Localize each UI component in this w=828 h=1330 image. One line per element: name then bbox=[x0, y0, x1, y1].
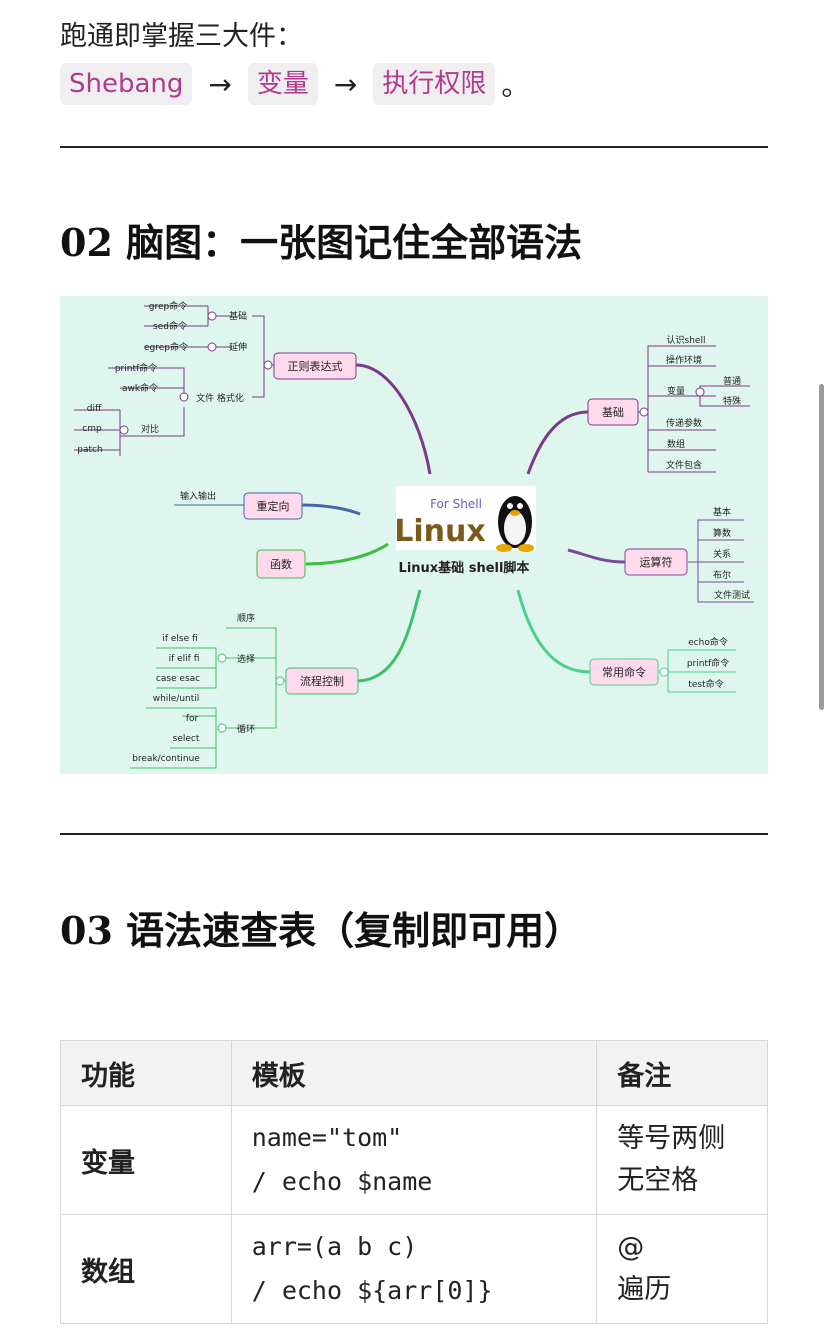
three-essentials: Shebang → 变量 → 执行权限 。 bbox=[60, 62, 529, 106]
svg-text:if else fi: if else fi bbox=[162, 634, 197, 644]
chip-variable: 变量 bbox=[247, 63, 318, 105]
svg-text:算数: 算数 bbox=[713, 527, 731, 539]
svg-text:文件包含: 文件包含 bbox=[666, 459, 702, 471]
svg-text:printf命令: printf命令 bbox=[115, 362, 157, 374]
svg-text:cmp: cmp bbox=[82, 424, 102, 434]
chip-exec-permission: 执行权限 bbox=[373, 63, 496, 105]
section-heading-mindmap: 02 脑图：一张图记住全部语法 bbox=[60, 220, 583, 265]
svg-text:基础: 基础 bbox=[229, 310, 247, 322]
node-redirect: 重定向 bbox=[257, 499, 290, 513]
svg-text:grep命令: grep命令 bbox=[149, 300, 187, 312]
svg-text:对比: 对比 bbox=[141, 423, 159, 435]
svg-text:if elif fi: if elif fi bbox=[169, 654, 200, 664]
svg-text:sed命令: sed命令 bbox=[153, 320, 187, 332]
mindmap-image: 正则表达式 基础 延伸 文件 格式化 对比 grep命令 sed命令 egrep… bbox=[60, 296, 768, 774]
header-note: 备注 bbox=[596, 1040, 768, 1106]
svg-text:select: select bbox=[173, 734, 200, 744]
cell-feature: 变量 bbox=[60, 1105, 232, 1215]
arrow-1: → bbox=[208, 67, 232, 101]
svg-text:延伸: 延伸 bbox=[229, 341, 247, 353]
svg-text:普通: 普通 bbox=[723, 375, 741, 387]
svg-text:数组: 数组 bbox=[667, 438, 685, 450]
svg-text:diff: diff bbox=[87, 404, 102, 414]
svg-text:选择: 选择 bbox=[237, 653, 255, 665]
svg-text:操作环境: 操作环境 bbox=[666, 354, 702, 366]
node-basics: 基础 bbox=[602, 406, 624, 419]
svg-text:patch: patch bbox=[77, 445, 102, 455]
svg-text:变量: 变量 bbox=[667, 385, 685, 397]
table-row: 变量 name="tom" / echo $name 等号两侧 无空格 bbox=[60, 1105, 768, 1215]
svg-text:输入输出: 输入输出 bbox=[180, 490, 216, 502]
syntax-cheatsheet-table: 功能 模板 备注 变量 name="tom" / echo $name 等号两侧… bbox=[60, 1040, 768, 1324]
header-template: 模板 bbox=[230, 1040, 598, 1106]
period: 。 bbox=[501, 69, 530, 102]
node-regex: 正则表达式 bbox=[288, 359, 343, 373]
linux-logo: Linux bbox=[394, 514, 485, 549]
node-operators: 运算符 bbox=[640, 555, 673, 569]
cell-feature: 数组 bbox=[60, 1214, 232, 1324]
node-function: 函数 bbox=[270, 558, 292, 571]
cell-template[interactable]: arr=(a b c) / echo ${arr[0]} bbox=[230, 1214, 598, 1324]
table-row: 数组 arr=(a b c) / echo ${arr[0]} @ 遍历 bbox=[60, 1214, 768, 1324]
svg-text:echo命令: echo命令 bbox=[688, 636, 728, 648]
svg-text:case esac: case esac bbox=[156, 674, 200, 684]
svg-text:文件 格式化: 文件 格式化 bbox=[196, 392, 244, 404]
svg-text:printf命令: printf命令 bbox=[687, 657, 729, 669]
svg-text:test命令: test命令 bbox=[688, 678, 723, 690]
svg-text:认识shell: 认识shell bbox=[667, 334, 706, 346]
svg-text:For Shell: For Shell bbox=[430, 497, 482, 511]
svg-text:egrep命令: egrep命令 bbox=[144, 341, 188, 353]
svg-text:文件测试: 文件测试 bbox=[714, 589, 750, 601]
svg-text:break/continue: break/continue bbox=[132, 754, 200, 764]
chip-shebang: Shebang bbox=[60, 63, 193, 105]
scrollbar[interactable] bbox=[819, 384, 824, 710]
svg-text:布尔: 布尔 bbox=[713, 569, 731, 581]
divider bbox=[60, 833, 768, 835]
mindmap-caption: Linux基础 shell脚本 bbox=[399, 560, 530, 576]
svg-text:传递参数: 传递参数 bbox=[666, 417, 702, 429]
cell-note: 等号两侧 无空格 bbox=[596, 1105, 768, 1215]
cell-note: @ 遍历 bbox=[596, 1214, 768, 1324]
arrow-2: → bbox=[333, 67, 358, 101]
node-flow-control: 流程控制 bbox=[300, 674, 344, 688]
tux-penguin-icon bbox=[496, 496, 534, 552]
cell-template[interactable]: name="tom" / echo $name bbox=[230, 1105, 598, 1215]
svg-text:特殊: 特殊 bbox=[723, 395, 741, 407]
table-header-row: 功能 模板 备注 bbox=[60, 1040, 768, 1106]
svg-text:awk命令: awk命令 bbox=[122, 382, 158, 394]
section-heading-cheatsheet: 03 语法速查表（复制即可用） bbox=[60, 908, 583, 953]
svg-text:for: for bbox=[186, 714, 199, 724]
svg-text:循环: 循环 bbox=[237, 723, 255, 735]
node-common-commands: 常用命令 bbox=[602, 665, 646, 679]
svg-text:顺序: 顺序 bbox=[237, 612, 255, 624]
header-feature: 功能 bbox=[60, 1040, 232, 1106]
svg-text:while/until: while/until bbox=[153, 694, 200, 704]
svg-text:关系: 关系 bbox=[713, 548, 731, 560]
svg-text:基本: 基本 bbox=[713, 506, 731, 518]
intro-text: 跑通即掌握三大件： bbox=[60, 21, 303, 52]
divider bbox=[60, 146, 768, 148]
